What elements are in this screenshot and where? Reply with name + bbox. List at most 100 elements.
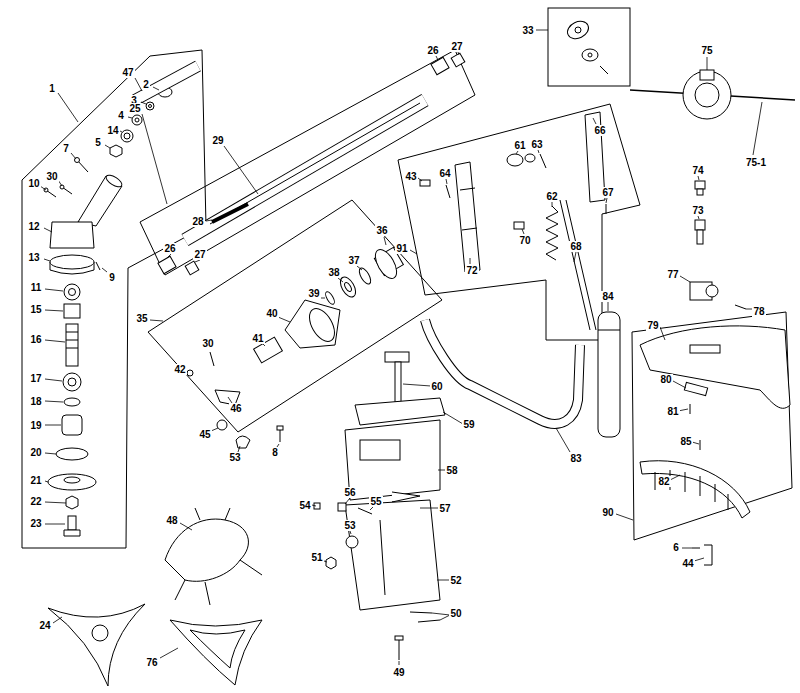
callout-number: 37 <box>347 255 360 266</box>
callout-number: 22 <box>29 496 42 507</box>
group-outline <box>22 50 206 548</box>
engine-housing-part <box>326 557 336 569</box>
callout-number: 46 <box>229 403 242 414</box>
callout-number: 24 <box>38 620 51 631</box>
callout-number: 40 <box>265 308 278 319</box>
callout-number: 57 <box>438 503 451 514</box>
callout-number: 76 <box>145 657 158 668</box>
drive-shaft-part <box>185 100 425 240</box>
callout-number: 1 <box>48 83 56 94</box>
trimmer-head <box>683 71 731 119</box>
clutch-part <box>280 430 281 442</box>
callout-number: 41 <box>251 333 264 344</box>
callout-number: 72 <box>465 265 478 276</box>
callout-number: 82 <box>657 476 670 487</box>
group-outline <box>140 50 475 275</box>
clutch-part <box>210 352 214 366</box>
guard-part <box>684 382 707 395</box>
gear-head-part <box>66 340 78 341</box>
engine-housing-part <box>399 640 400 660</box>
callout-number: 7 <box>62 143 70 154</box>
guard-part <box>640 461 750 518</box>
trimmer-head <box>695 181 705 189</box>
throttle-part <box>560 200 590 330</box>
clutch-part <box>337 274 358 299</box>
callout-number: 49 <box>392 667 405 678</box>
gear-head-part <box>66 496 78 509</box>
throttle-part <box>606 204 607 214</box>
clutch-part <box>304 304 339 345</box>
callout-number: 8 <box>271 447 279 458</box>
gear-head-part <box>64 284 80 300</box>
gear-head-part <box>124 133 130 139</box>
callout-number: 52 <box>449 575 462 586</box>
gear-head-part <box>146 102 154 110</box>
callout-number: 91 <box>395 243 408 254</box>
engine-housing-part <box>358 508 372 514</box>
callout-number: 35 <box>135 313 148 324</box>
gear-head-part <box>64 530 80 536</box>
gear-head-part <box>149 105 152 108</box>
callout-number: 17 <box>29 373 42 384</box>
engine-housing-part <box>395 636 403 640</box>
gear-head-part <box>64 477 80 483</box>
drive-shaft-part <box>135 53 465 275</box>
gear-head-part <box>132 115 142 125</box>
callout-number: 54 <box>298 500 311 511</box>
callout-number: 63 <box>530 139 543 150</box>
callout-number: 68 <box>569 241 582 252</box>
throttle-part <box>446 185 450 198</box>
harness-and-blades <box>190 630 245 668</box>
guard-part <box>640 282 790 565</box>
engine-housing-part <box>314 352 445 660</box>
callout-number: 83 <box>569 453 582 464</box>
callout-number: 70 <box>518 235 531 246</box>
callout-number: 13 <box>27 252 40 263</box>
callout-number: 20 <box>29 447 42 458</box>
gear-head-part <box>96 262 100 270</box>
callout-number: 61 <box>513 140 526 151</box>
group-outline <box>398 104 640 340</box>
gear-head-part <box>104 173 124 189</box>
throttle-part <box>462 228 477 230</box>
callout-number: 73 <box>691 205 704 216</box>
callout-number: 64 <box>438 168 451 179</box>
engine-housing-part <box>380 520 385 595</box>
callout-number: 14 <box>106 125 119 136</box>
guard-part <box>706 285 718 297</box>
group-outline <box>548 8 630 86</box>
callout-number: 45 <box>198 429 211 440</box>
drive-shaft-part <box>135 66 198 100</box>
clutch-part <box>236 436 250 448</box>
gear-head-part <box>121 130 133 142</box>
handle-part <box>598 312 620 437</box>
drive-shaft-part <box>431 57 449 74</box>
trimmer-head <box>630 70 795 244</box>
gear-head-part <box>135 118 139 122</box>
callout-number: 28 <box>191 216 204 227</box>
engine-housing-part <box>345 420 440 500</box>
callout-number: 4 <box>117 110 125 121</box>
callout-number: 21 <box>29 475 42 486</box>
trimmer-head <box>695 83 719 107</box>
engine-housing-part <box>410 612 432 613</box>
callout-number: 81 <box>666 406 679 417</box>
callout-number: 29 <box>211 135 224 146</box>
cam-part <box>600 66 608 74</box>
gear-head-part <box>66 332 78 333</box>
callout-number: 47 <box>121 67 134 78</box>
guard-part <box>704 545 712 565</box>
callout-number: 77 <box>666 269 679 280</box>
clutch-part <box>357 266 373 286</box>
gear-head-part <box>62 415 82 435</box>
gear-head-part <box>110 145 122 157</box>
callout-number: 10 <box>27 178 40 189</box>
harness-and-blades <box>175 508 262 605</box>
callout-number: 18 <box>29 396 42 407</box>
guard-part <box>655 470 728 510</box>
callout-number: 56 <box>343 487 356 498</box>
drive-shaft-part <box>135 66 198 100</box>
drive-shaft-part <box>158 53 465 275</box>
callout-number: 39 <box>307 288 320 299</box>
